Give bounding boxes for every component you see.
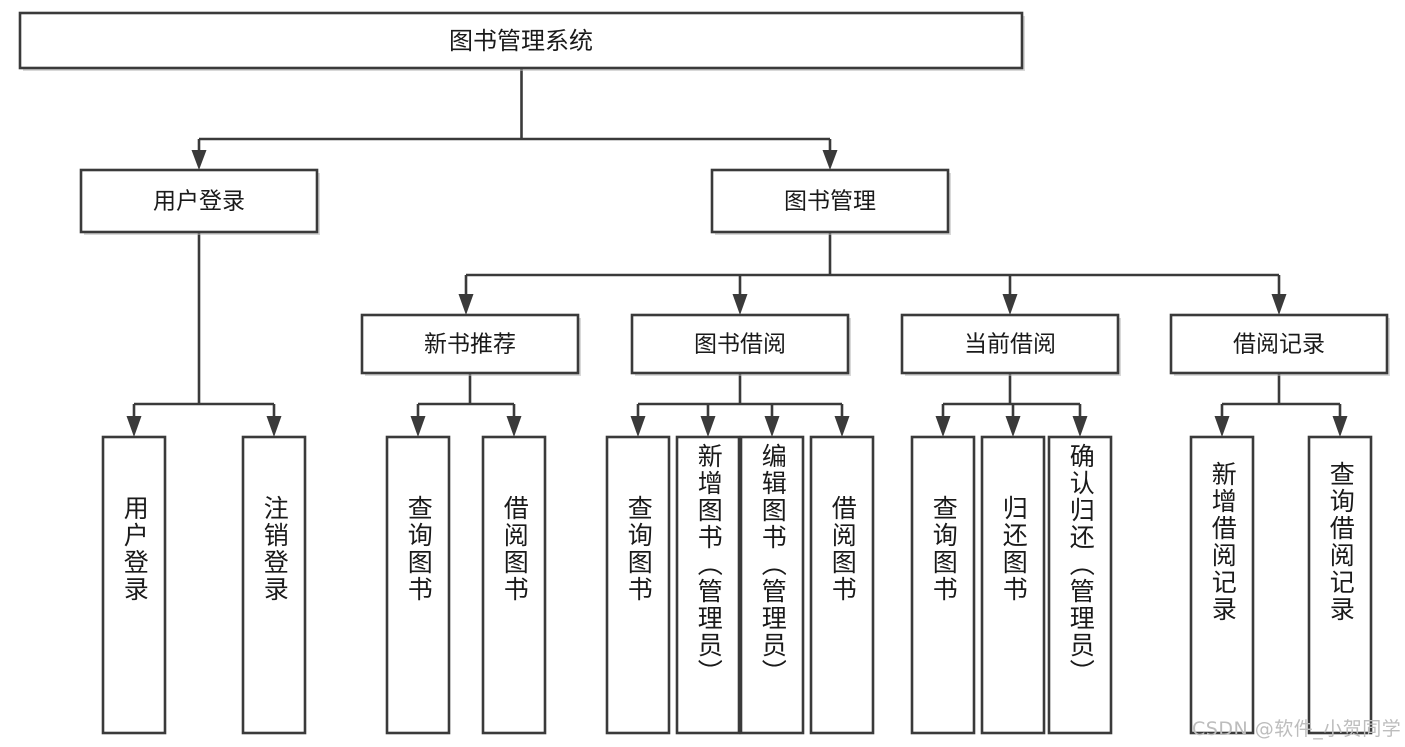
new-book-label: 新书推荐	[424, 332, 516, 358]
leaf-box-user-login[interactable]	[101, 435, 167, 735]
leaf-box-bb-edit[interactable]	[739, 435, 805, 735]
leaf-box-logout[interactable]	[241, 435, 307, 735]
root-label: 图书管理系统	[449, 27, 593, 55]
leaf-box-br-query[interactable]	[1307, 435, 1373, 735]
arrowhead-newbook-borrow	[506, 416, 522, 437]
leaf-box-cb-query[interactable]	[910, 435, 976, 735]
node-current-borrow[interactable]: 当前借阅	[900, 313, 1121, 376]
arrowhead-user-login	[191, 150, 207, 170]
book-borrow-box	[630, 313, 850, 375]
node-borrow-record[interactable]: 借阅记录	[1169, 313, 1390, 376]
book-borrow-label: 图书借阅	[694, 332, 786, 358]
arrowhead-current-borrow	[1002, 294, 1018, 315]
arrowhead-leaf-user-login	[126, 416, 142, 437]
user-login-label: 用户登录	[153, 189, 245, 215]
arrowhead-bb-add	[700, 416, 716, 437]
arrowhead-new-book	[458, 294, 474, 315]
root-box	[18, 11, 1024, 70]
arrowhead-newbook-query	[410, 416, 426, 437]
arrowhead-cb-return	[1005, 416, 1021, 437]
edges-group	[126, 68, 1348, 437]
node-root[interactable]: 图书管理系统	[18, 11, 1025, 71]
borrow-record-box	[1169, 313, 1389, 375]
arrowhead-cb-query	[935, 416, 951, 437]
node-user-login[interactable]: 用户登录	[79, 168, 320, 235]
arrowhead-cb-confirm	[1072, 416, 1088, 437]
book-manage-box	[710, 168, 950, 234]
leaf-box-cb-confirm[interactable]	[1047, 435, 1113, 735]
book-manage-label: 图书管理	[784, 189, 876, 215]
current-borrow-label: 当前借阅	[964, 332, 1056, 358]
arrowhead-borrow-record	[1271, 294, 1287, 315]
borrow-record-label: 借阅记录	[1233, 332, 1325, 358]
leaf-box-newbook-query[interactable]	[385, 435, 451, 735]
arrowhead-book-borrow	[732, 294, 748, 315]
leaf-box-bb-borrow[interactable]	[809, 435, 875, 735]
arrowhead-book-manage	[822, 150, 838, 170]
csdn-watermark: CSDN @软件_小贺同学	[1192, 718, 1402, 740]
leaf-box-br-add[interactable]	[1189, 435, 1255, 735]
leaf-box-bb-add[interactable]	[675, 435, 741, 735]
arrowhead-bb-edit	[764, 416, 780, 437]
leaf-box-cb-return[interactable]	[980, 435, 1046, 735]
current-borrow-box	[900, 313, 1120, 375]
arrowhead-br-query	[1332, 416, 1348, 437]
arrowhead-bb-borrow	[834, 416, 850, 437]
leaf-boxes-group	[101, 435, 1373, 735]
user-login-box	[79, 168, 319, 234]
leaf-box-newbook-borrow[interactable]	[481, 435, 547, 735]
arrowhead-br-add	[1214, 416, 1230, 437]
arrowhead-bb-query	[630, 416, 646, 437]
leaf-box-bb-query[interactable]	[605, 435, 671, 735]
node-book-borrow[interactable]: 图书借阅	[630, 313, 851, 376]
new-book-box	[360, 313, 580, 375]
arrowhead-leaf-logout	[266, 416, 282, 437]
node-book-manage[interactable]: 图书管理	[710, 168, 951, 235]
node-new-book-recommend[interactable]: 新书推荐	[360, 313, 581, 376]
